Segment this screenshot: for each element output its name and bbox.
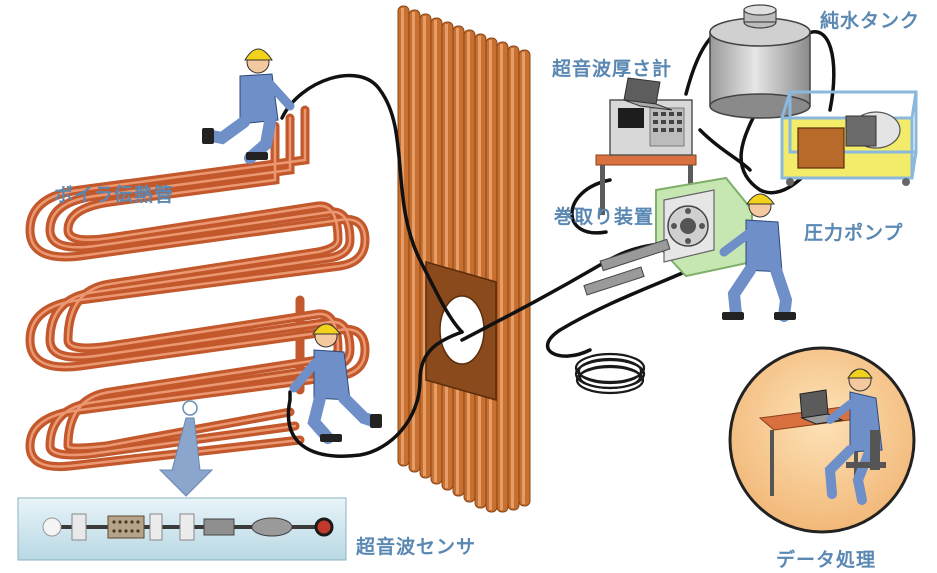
- label-thickness-meter: 超音波厚さ計: [552, 54, 672, 81]
- data-processing-circle: [730, 348, 914, 532]
- water-tank-icon: [710, 5, 810, 118]
- label-pure-water-tank: 純水タンク: [820, 6, 920, 33]
- label-winding-device: 巻取り装置: [554, 202, 654, 229]
- cable-coil-icon: [576, 354, 644, 393]
- label-data-processing: データ処理: [776, 545, 876, 572]
- sensor-location-marker: [183, 401, 197, 415]
- label-boiler-tubes: ボイラ伝熱管: [54, 180, 174, 207]
- label-pressure-pump: 圧力ポンプ: [804, 218, 903, 245]
- ultrasonic-sensor-photo: [18, 498, 346, 560]
- label-ultrasonic-sensor: 超音波センサ: [356, 532, 476, 559]
